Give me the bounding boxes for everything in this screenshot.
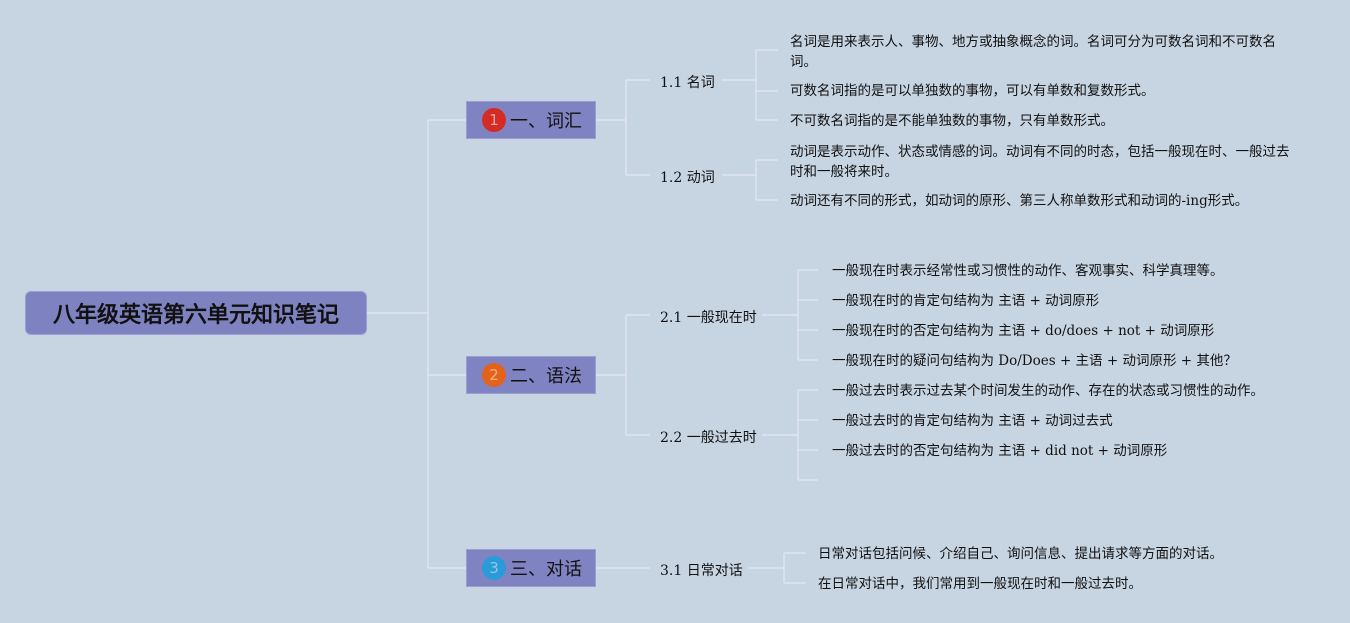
leaf-note[interactable]: 一般过去时表示过去某个时间发生的动作、存在的状态或习惯性的动作。 xyxy=(832,383,1264,399)
branch-label: 二、语法 xyxy=(510,366,582,387)
sub-topic-daily-dialogue[interactable]: 3.1 日常对话 xyxy=(660,563,743,579)
leaf-note[interactable]: 一般现在时的疑问句结构为 Do/Does + 主语 + 动词原形 + 其他？ xyxy=(832,353,1237,369)
branch-grammar[interactable]: 2 二、语法 xyxy=(466,356,596,394)
leaf-note[interactable]: 动词是表示动作、状态或情感的词。动词有不同的时态，包括一般现在时、一般过去时和一… xyxy=(790,144,1290,180)
leaf-note[interactable]: 名词是用来表示人、事物、地方或抽象概念的词。名词可分为可数名词和不可数名词。 xyxy=(790,34,1276,70)
branch-vocabulary[interactable]: 1 一、词汇 xyxy=(466,101,596,139)
sub-topic-verbs[interactable]: 1.2 动词 xyxy=(660,170,715,186)
leaf-note[interactable]: 一般现在时的否定句结构为 主语 + do/does + not + 动词原形 xyxy=(832,323,1215,339)
leaf-note[interactable]: 动词还有不同的形式，如动词的原形、第三人称单数形式和动词的-ing形式。 xyxy=(790,193,1249,209)
root-topic[interactable]: 八年级英语第六单元知识笔记 xyxy=(25,291,367,335)
leaf-note[interactable]: 不可数名词指的是不能单独数的事物，只有单数形式。 xyxy=(790,113,1114,129)
branch-dialogue[interactable]: 3 三、对话 xyxy=(466,549,596,587)
leaf-note[interactable]: 一般现在时的肯定句结构为 主语 + 动词原形 xyxy=(832,293,1100,309)
number-badge-1: 1 xyxy=(482,108,506,132)
leaf-note[interactable]: 可数名词指的是可以单独数的事物，可以有单数和复数形式。 xyxy=(790,83,1155,99)
sub-topic-simple-present[interactable]: 2.1 一般现在时 xyxy=(660,310,757,326)
number-badge-2: 2 xyxy=(482,363,506,387)
leaf-note[interactable]: 一般过去时的否定句结构为 主语 + did not + 动词原形 xyxy=(832,443,1168,459)
number-badge-3: 3 xyxy=(482,556,506,580)
leaf-note[interactable]: 一般过去时的肯定句结构为 主语 + 动词过去式 xyxy=(832,413,1113,429)
leaf-note[interactable]: 一般现在时表示经常性或习惯性的动作、客观事实、科学真理等。 xyxy=(832,263,1224,279)
leaf-note[interactable]: 在日常对话中，我们常用到一般现在时和一般过去时。 xyxy=(818,576,1142,592)
branch-label: 一、词汇 xyxy=(510,111,582,132)
sub-topic-nouns[interactable]: 1.1 名词 xyxy=(660,75,715,91)
leaf-note[interactable]: 日常对话包括问候、介绍自己、询问信息、提出请求等方面的对话。 xyxy=(818,546,1223,562)
branch-label: 三、对话 xyxy=(510,559,582,580)
sub-topic-simple-past[interactable]: 2.2 一般过去时 xyxy=(660,430,757,446)
root-topic-label: 八年级英语第六单元知识笔记 xyxy=(52,303,339,328)
